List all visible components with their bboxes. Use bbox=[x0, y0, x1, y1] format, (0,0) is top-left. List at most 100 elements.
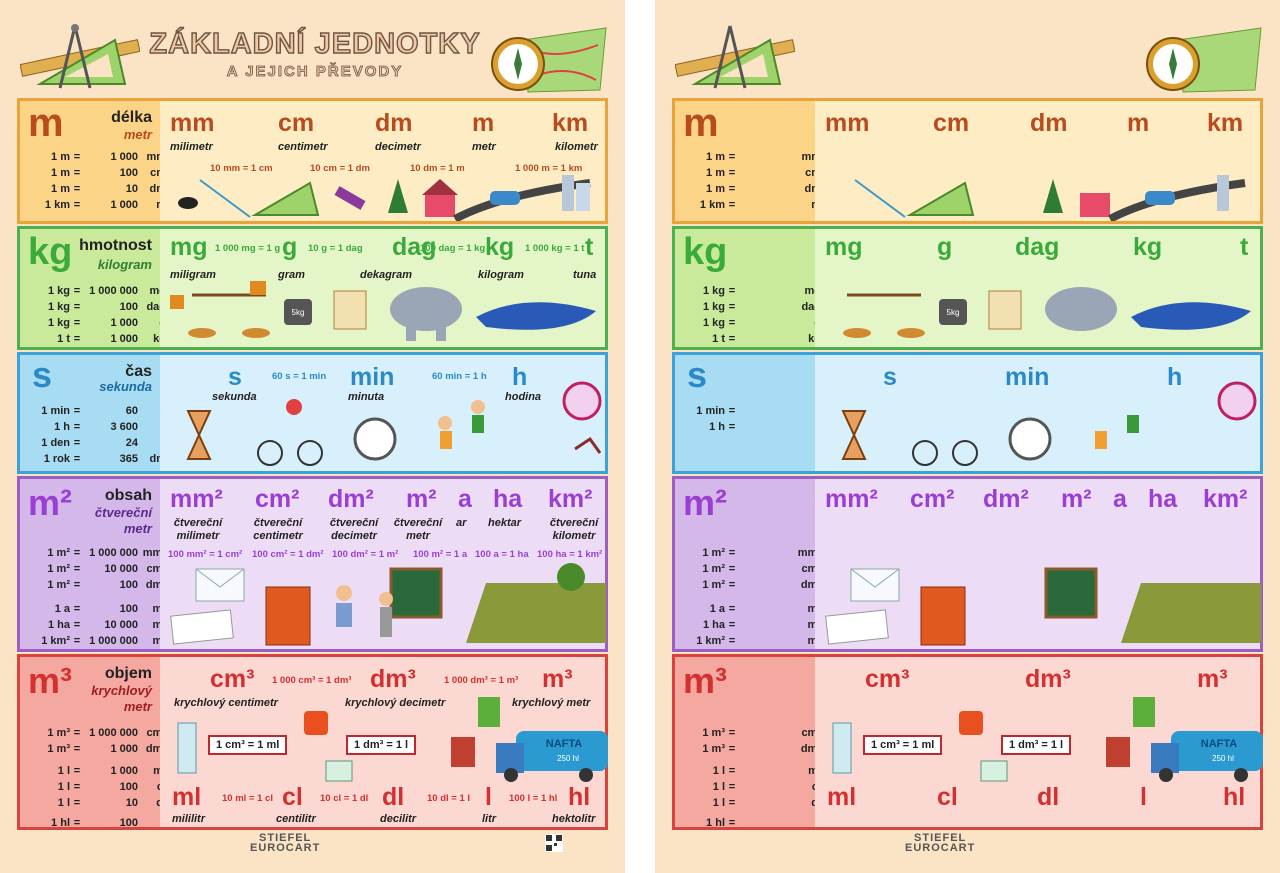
unit-mg: mg bbox=[825, 233, 863, 261]
area-eq-1: 100 mm² = 1 cm² bbox=[168, 549, 243, 560]
unit-name-kilogram: kilogram bbox=[478, 269, 524, 281]
unit-ml: ml bbox=[172, 783, 202, 811]
house-icon bbox=[425, 193, 455, 217]
unit-h: h bbox=[512, 363, 528, 391]
volume-unit-name2: metr bbox=[123, 699, 152, 714]
tree-icon bbox=[388, 179, 408, 213]
volume-eq-bottom-1: 10 ml = 1 cl bbox=[222, 793, 273, 804]
unit-cm3: cm³ bbox=[865, 665, 910, 693]
unit-dag: dag bbox=[392, 233, 437, 261]
conv-value: 10 bbox=[125, 183, 138, 195]
unit-s: s bbox=[228, 363, 242, 391]
box-dm3-l: 1 dm³ = 1 l bbox=[346, 735, 417, 755]
blackboard-icon bbox=[389, 567, 443, 619]
volume-scale: cm³ dm³ m³ 1 000 cm³ = 1 dm³ 1 000 dm³ =… bbox=[160, 657, 608, 827]
conv-value: 24 bbox=[125, 437, 138, 449]
conv-value: 1 000 bbox=[110, 765, 138, 777]
conv-left: 1 min bbox=[696, 405, 725, 417]
unit-name-km2: čtvereční kilometr bbox=[549, 517, 599, 542]
unit-ha: ha bbox=[493, 485, 523, 513]
conv-left: 1 m bbox=[51, 151, 70, 163]
section-length-blank: m 1 m=mm 1 m=cm 1 m=dm 1 km=m mm cm dm m… bbox=[672, 98, 1263, 224]
conv-value: 10 000 bbox=[104, 563, 138, 575]
mass-symbol: kg bbox=[28, 231, 73, 273]
unit-name-ar: ar bbox=[456, 517, 467, 529]
section-time: s čas sekunda 1 min=60s 1 h=3 600s 1 den… bbox=[17, 352, 608, 474]
field-icon bbox=[466, 583, 606, 643]
conv-left: 1 km bbox=[699, 199, 725, 211]
conv-value: 100 bbox=[119, 579, 138, 591]
area-illustrations bbox=[825, 567, 1261, 646]
length-scale: mm cm dm m km milimetr centimetr decimet… bbox=[160, 101, 605, 221]
conv-left: 1 a bbox=[709, 603, 725, 615]
wall-clock-icon bbox=[562, 381, 602, 421]
conv-left: 1 kg bbox=[702, 301, 725, 313]
compass-map-icon bbox=[1146, 27, 1262, 93]
car-icon bbox=[490, 191, 520, 205]
qr-code-icon bbox=[545, 834, 563, 852]
conv-left: 1 m³ bbox=[702, 743, 725, 755]
conversion-row: 1 kg=dag bbox=[685, 299, 821, 315]
length-eq-2: 10 cm = 1 dm bbox=[310, 163, 370, 174]
unit-name-cm2: čtvereční centimetr bbox=[253, 517, 303, 542]
conv-left: 1 m bbox=[51, 183, 70, 195]
conv-left: 1 m bbox=[706, 151, 725, 163]
unit-name-m3: krychlový metr bbox=[512, 697, 591, 709]
unit-m2: m² bbox=[1061, 485, 1092, 513]
unit-mm: mm bbox=[825, 109, 870, 137]
unit-m2: m² bbox=[406, 485, 437, 513]
unit-name-kilometr: kilometr bbox=[555, 141, 598, 153]
publisher-line1: STIEFEL bbox=[259, 832, 312, 844]
unit-m3: m³ bbox=[542, 665, 573, 693]
section-volume-blank: m³ 1 m³=cm³ 1 m³=dm³ 1 l=ml 1 l=cl 1 l=d… bbox=[672, 654, 1263, 830]
weight-5kg-label: 5kg bbox=[292, 308, 305, 317]
conv-left: 1 l bbox=[712, 797, 725, 809]
unit-mm2: mm² bbox=[825, 485, 878, 513]
conv-value: 1 000 000 bbox=[89, 635, 138, 647]
unit-name-ml: mililitr bbox=[172, 813, 206, 825]
volume-unit-name1: krychlový bbox=[91, 683, 152, 698]
conv-left: 1 kg bbox=[702, 317, 725, 329]
conv-left: 1 m³ bbox=[702, 727, 725, 739]
time-eq-1: 60 s = 1 min bbox=[272, 371, 327, 382]
bricks-icon bbox=[451, 737, 475, 767]
area-summary-blank: m² 1 m²=mm² 1 m²=cm² 1 m²=dm² 1 a=m² 1 h… bbox=[675, 479, 821, 649]
conv-value: 60 bbox=[125, 405, 138, 417]
length-conversions-blank: 1 m=mm 1 m=cm 1 m=dm 1 km=m bbox=[685, 149, 821, 213]
length-scale-blank: mm cm dm m km bbox=[815, 101, 1260, 221]
mass-illustrations: 5kg bbox=[170, 281, 596, 341]
conv-left: 1 rok bbox=[43, 453, 70, 465]
conv-left: 1 t bbox=[712, 333, 725, 345]
section-time-blank: s 1 min=s 1 h=s s min h bbox=[672, 352, 1263, 474]
area-eq-4: 100 m² = 1 a bbox=[413, 549, 468, 560]
conv-left: 1 l bbox=[57, 797, 70, 809]
area-conversions-blank: 1 m²=mm² 1 m²=cm² 1 m²=dm² 1 a=m² 1 ha=m… bbox=[685, 545, 821, 649]
glass-icon bbox=[325, 760, 353, 782]
mass-scale-blank: mg g dag kg t 5kg bbox=[815, 229, 1260, 347]
unit-name-dekagram: dekagram bbox=[360, 269, 412, 281]
unit-mg: mg bbox=[170, 233, 208, 261]
unit-name-metr: metr bbox=[472, 141, 496, 153]
conv-value: 100 bbox=[119, 781, 138, 793]
conv-value: 365 bbox=[119, 453, 138, 465]
hourglass-icon bbox=[186, 410, 212, 460]
unit-min: min bbox=[350, 363, 395, 391]
unit-km2: km² bbox=[548, 485, 593, 513]
volume-eq-bottom-2: 10 cl = 1 dl bbox=[320, 793, 369, 804]
dice-icon bbox=[304, 711, 328, 735]
conv-value: 100 bbox=[119, 167, 138, 179]
conv-left: 1 hl bbox=[51, 817, 70, 829]
unit-dl: dl bbox=[1037, 783, 1060, 811]
poster-left: ZÁKLADNÍ JEDNOTKY A JEJICH PŘEVODY m dél… bbox=[0, 0, 625, 873]
area-unit-name1: čtvereční bbox=[94, 505, 152, 520]
unit-l: l bbox=[1140, 783, 1147, 811]
conv-left: 1 kg bbox=[702, 285, 725, 297]
unit-name-m2: čtvereční metr bbox=[393, 517, 443, 542]
unit-name-dl: decilitr bbox=[380, 813, 417, 825]
